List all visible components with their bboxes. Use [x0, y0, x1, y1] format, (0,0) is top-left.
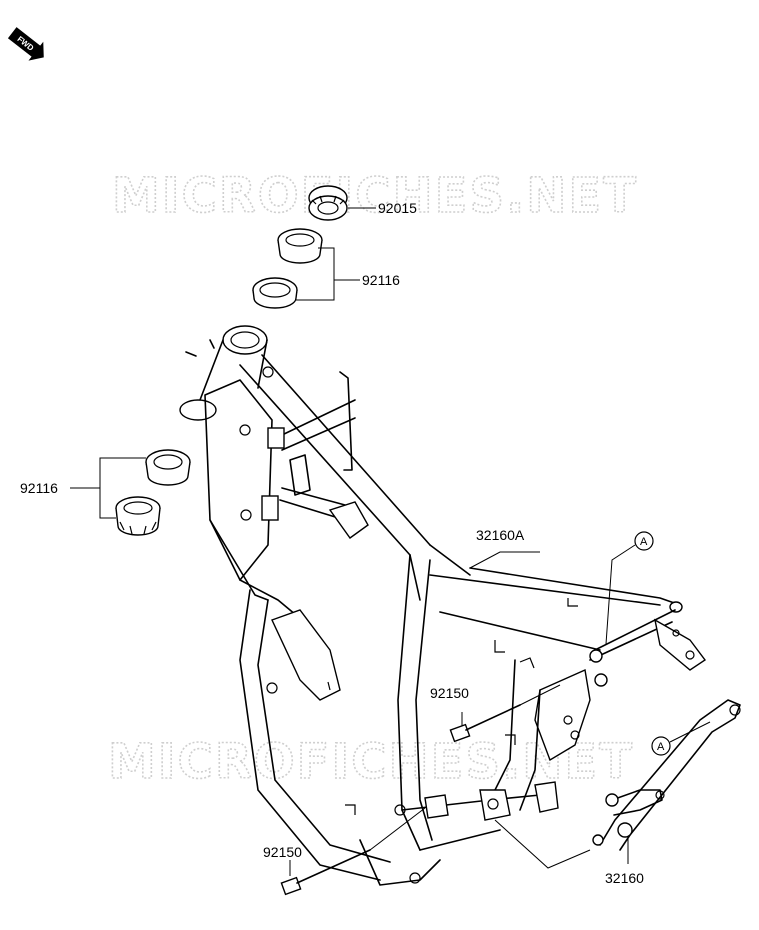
ref-a-upper-text: A — [640, 536, 648, 548]
upper-race-parts — [252, 228, 323, 309]
label-subframe: 32160 — [605, 870, 644, 886]
bolt-lower-part — [280, 849, 371, 896]
label-frame: 32160A — [476, 527, 525, 543]
steering-nut-part — [308, 185, 348, 221]
main-frame — [179, 325, 707, 886]
fwd-arrow-icon: FWD — [7, 27, 44, 61]
label-lower-races: 92116 — [20, 480, 58, 496]
label-bolt-lower: 92150 — [263, 844, 302, 860]
reference-a-upper: A — [634, 531, 654, 551]
label-steering-nut: 92015 — [378, 200, 417, 216]
watermark-top: MICROFICHES.NET — [112, 168, 638, 224]
bolt-upper-part — [449, 704, 521, 743]
reference-a-lower: A — [651, 736, 671, 756]
ref-a-lower-text: A — [657, 741, 665, 753]
subframe-part — [592, 699, 741, 851]
lower-race-parts — [115, 449, 191, 536]
label-upper-races: 92116 — [362, 272, 400, 288]
label-bolt-upper: 92150 — [430, 685, 469, 701]
